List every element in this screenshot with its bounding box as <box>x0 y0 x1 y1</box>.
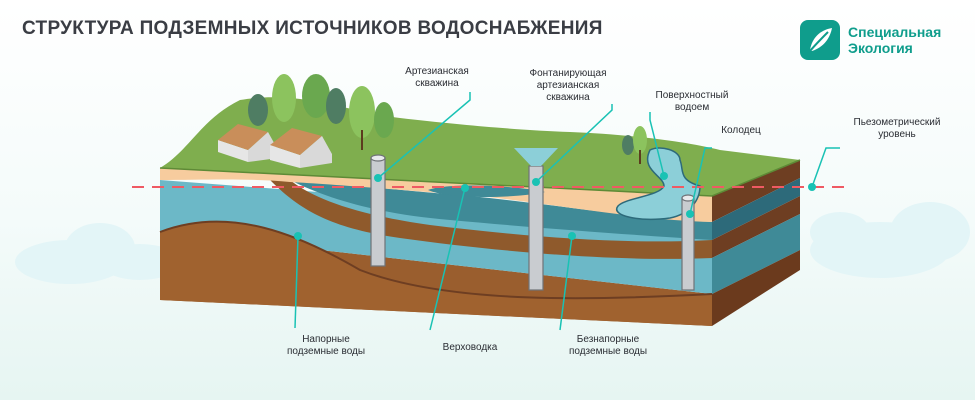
leaf-icon <box>800 20 840 60</box>
cloud-right <box>810 202 970 278</box>
cloud-left <box>15 223 180 284</box>
logo-line-2: Экология <box>848 40 913 56</box>
brand-logo: Специальная Экология <box>800 20 960 62</box>
page-title: СТРУКТУРА ПОДЗЕМНЫХ ИСТОЧНИКОВ ВОДОСНАБЖ… <box>22 18 603 39</box>
grass-surface <box>160 97 800 196</box>
upper-clay <box>270 180 712 259</box>
free-aquifer <box>290 180 712 240</box>
label-perched-water: Верховодка <box>442 342 498 353</box>
label-surface-water: Поверхностный водоем <box>655 90 729 113</box>
house-right <box>270 128 332 168</box>
perched-water-lens <box>428 185 545 197</box>
flowing-well-pipe <box>514 148 558 291</box>
block-side <box>712 160 800 326</box>
tree-group <box>248 74 647 164</box>
logo-line-1: Специальная <box>848 24 942 40</box>
label-dug-well: Колодец <box>721 125 761 136</box>
sand-layer <box>160 168 712 222</box>
label-artesian-well: Артезианская скважина <box>405 66 469 89</box>
artesian-well-pipe <box>370 154 386 267</box>
label-pressure-water: Напорные подземные воды <box>286 334 366 357</box>
leader-dots <box>294 172 816 240</box>
label-flowing-well: Фонтанирующая артезианская скважина <box>529 68 607 103</box>
label-free-water: Безнапорные подземные воды <box>568 334 648 357</box>
leader-lines <box>294 92 840 331</box>
label-piezometric-level: Пьезометрический уровень <box>853 117 941 140</box>
dug-well-pipe <box>681 194 695 291</box>
